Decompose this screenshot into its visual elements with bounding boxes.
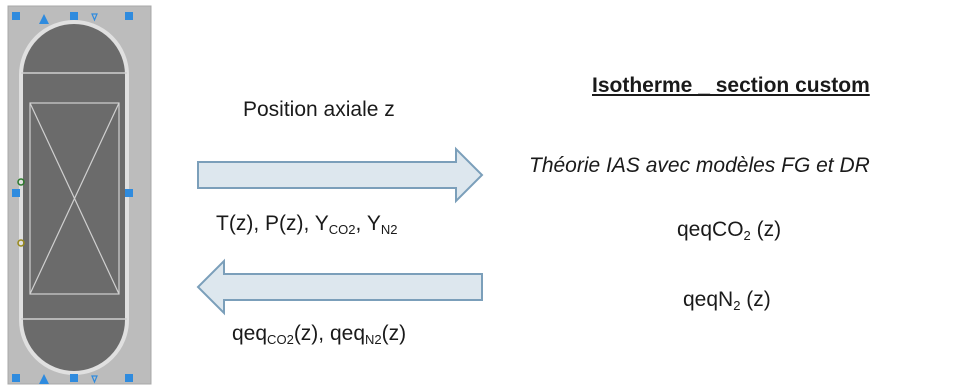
outputs-part-3: (z) (381, 322, 407, 345)
column-packing-cross-2 (29, 102, 120, 295)
qeq-co2-sub: 2 (743, 228, 751, 244)
adsorption-column[interactable] (19, 20, 129, 375)
qeq-n2-part-1: qeqN (683, 288, 734, 311)
connector-triangle-bottom-2[interactable] (91, 375, 98, 384)
qeq-n2-part-2: (z) (740, 288, 771, 311)
handle-bottom-middle[interactable] (70, 374, 78, 382)
qeq-co2-part-1: qeqCO (677, 218, 744, 241)
connector-point-2[interactable] (17, 239, 25, 247)
handle-middle-left[interactable] (12, 189, 20, 197)
selection-handles[interactable] (12, 12, 133, 382)
inputs-sub-n2: N2 (380, 222, 398, 238)
outputs-sub-n2: N2 (365, 332, 382, 348)
connector-triangle-top-1[interactable] (39, 14, 49, 24)
arrow-right (197, 146, 484, 204)
outputs-part-2: (z), qeq (293, 322, 366, 345)
qeq-co2-part-2: (z) (750, 218, 782, 241)
column-packing-box (29, 102, 120, 295)
connector-triangle-bottom-1[interactable] (39, 374, 49, 384)
outputs-part-1: qeq (232, 322, 268, 345)
arrow-left (196, 258, 483, 316)
connector-triangle-top-2[interactable] (91, 13, 98, 22)
handle-top-left[interactable] (12, 12, 20, 20)
qeq-co2-label: qeqCO2 (z) (677, 218, 781, 242)
outputs-sub-co2: CO2 (267, 332, 294, 348)
outputs-label: qeqCO2(z), qeqN2(z) (232, 322, 406, 346)
handle-bottom-right[interactable] (125, 374, 133, 382)
inputs-label: T(z), P(z), YCO2, YN2 (216, 212, 397, 236)
inputs-sub-co2: CO2 (328, 222, 356, 238)
qeq-n2-sub: 2 (733, 298, 741, 314)
handle-top-middle[interactable] (70, 12, 78, 20)
handle-top-right[interactable] (125, 12, 133, 20)
connection-points[interactable] (17, 13, 98, 384)
qeq-n2-label: qeqN2 (z) (683, 288, 771, 312)
theory-label: Théorie IAS avec modèles FG et DR (529, 154, 870, 177)
handle-middle-right[interactable] (125, 189, 133, 197)
isotherm-section-title: Isotherme _ section custom (592, 74, 870, 97)
axial-position-label: Position axiale z (243, 98, 395, 121)
inputs-mid: , Y (355, 212, 381, 235)
connector-point-1[interactable] (17, 178, 25, 186)
inputs-prefix: T(z), P(z), Y (216, 212, 329, 235)
handle-bottom-left[interactable] (12, 374, 20, 382)
